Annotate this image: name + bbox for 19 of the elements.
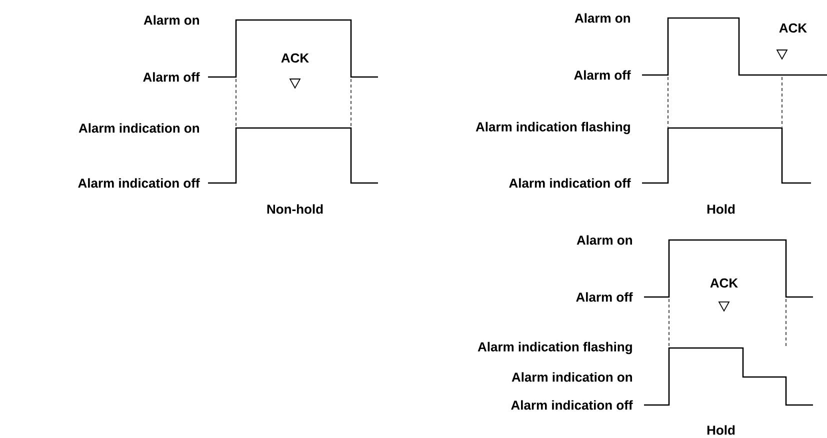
ack-label: ACK [779,23,807,33]
mode-caption: Non-hold [267,204,323,214]
signal-label: Alarm indication flashing [476,122,630,134]
signal-label: Alarm on [144,15,199,25]
signal-label: Alarm off [576,292,633,302]
ack-label: ACK [281,53,309,63]
signal-label: Alarm indication off [78,178,200,188]
signal-label: Alarm indication off [509,178,631,188]
mode-caption: Hold [707,204,735,214]
signal-label: Alarm off [143,72,200,82]
signal-label: Alarm indication off [511,400,633,410]
signal-label: Alarm on [574,13,630,23]
signal-label: Alarm off [574,70,631,80]
signal-label: Alarm indication on [512,372,632,382]
signal-label: Alarm on [576,235,632,245]
signal-label: Alarm indication flashing [478,342,632,354]
mode-caption: Hold [707,425,735,435]
signal-label: Alarm indication on [78,123,199,133]
ack-label: ACK [710,278,738,288]
